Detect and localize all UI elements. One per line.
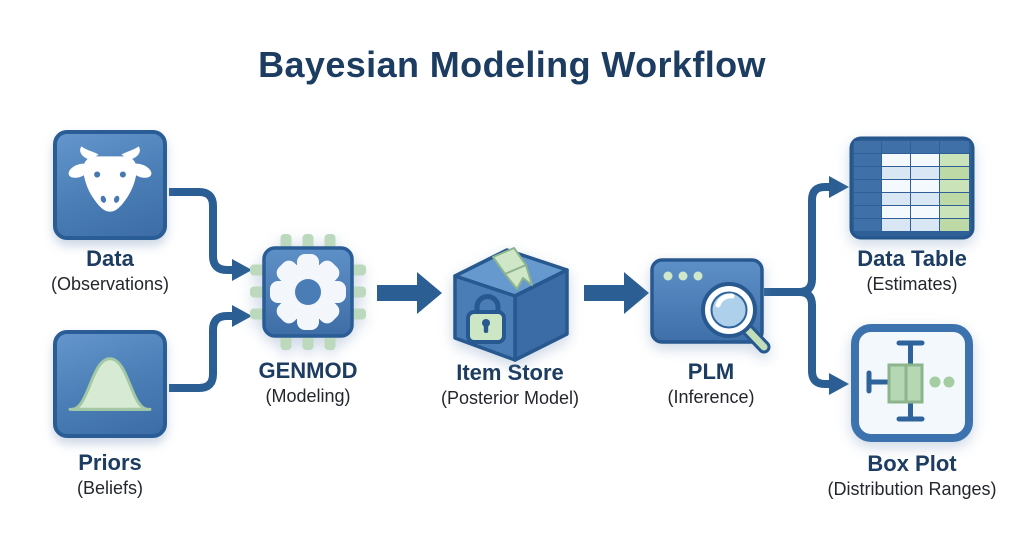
box-plot-icon [851,324,973,442]
ribbon-icon [492,247,533,290]
node-sublabel: (Beliefs) [76,477,143,498]
window-dots-icon [663,271,703,281]
node-data: Data (Observations) [20,130,200,295]
cow-icon [53,130,167,240]
padlock-icon [466,294,506,344]
node-sublabel: (Inference) [667,386,755,407]
table-icon [849,136,975,240]
node-sublabel: (Modeling) [265,385,351,406]
bell-curve-icon [53,330,167,438]
node-label: Box Plot [867,451,957,476]
node-sublabel: (Estimates) [866,273,958,294]
node-sublabel: (Posterior Model) [440,387,580,408]
node-label: Data Table [857,246,967,271]
node-label: Item Store [456,360,564,385]
node-label: PLM [687,359,735,384]
node-priors: Priors (Beliefs) [20,330,200,499]
node-label: Priors [78,450,142,475]
magnifier-icon [701,282,771,354]
node-sublabel: (Distribution Ranges) [827,478,997,499]
package-lock-icon [453,247,569,362]
node-box-plot: Box Plot (Distribution Ranges) [800,322,1024,500]
cow-icon-graphic [68,146,152,212]
node-sublabel: (Observations) [50,273,170,294]
node-item-store: Item Store (Posterior Model) [412,232,608,409]
chip-gear-icon [250,234,366,350]
node-label: Data [86,246,134,271]
window-magnifier-icon [650,258,771,354]
bell-curve-graphic [68,357,152,411]
node-genmod: GENMOD (Modeling) [217,232,399,407]
node-label: GENMOD [258,358,358,383]
node-data-table: Data Table (Estimates) [818,136,1006,295]
diagram-title: Bayesian Modeling Workflow [258,44,766,85]
node-plm: PLM (Inference) [626,248,796,408]
